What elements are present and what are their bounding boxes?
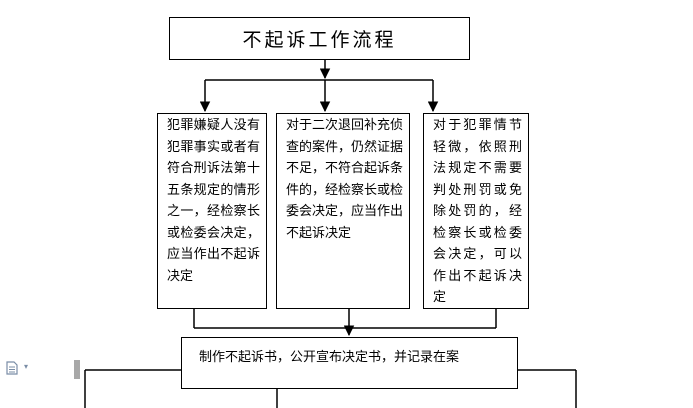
scroll-marker[interactable] (74, 360, 80, 379)
flow-node-1: 犯罪嫌疑人没有犯罪事实或者有符合刑诉法第十五条规定的情形之一，经检察长或检委会决… (157, 113, 267, 309)
caret-down-icon[interactable]: ▾ (24, 362, 29, 371)
flow-node-2: 对于二次退回补充侦查的案件，仍然证据不足，不符合起诉条件的，经检察长或检委会决定… (276, 113, 410, 309)
flow-title: 不起诉工作流程 (169, 17, 470, 60)
flow-node-final: 制作不起诉书，公开宣布决定书，并记录在案 (181, 337, 518, 389)
document-icon[interactable] (6, 361, 20, 375)
flow-node-3: 对于犯罪情节轻微，依照刑法规定不需要判处刑罚或免除处罚的，经检察长或检委会决定，… (423, 113, 529, 309)
